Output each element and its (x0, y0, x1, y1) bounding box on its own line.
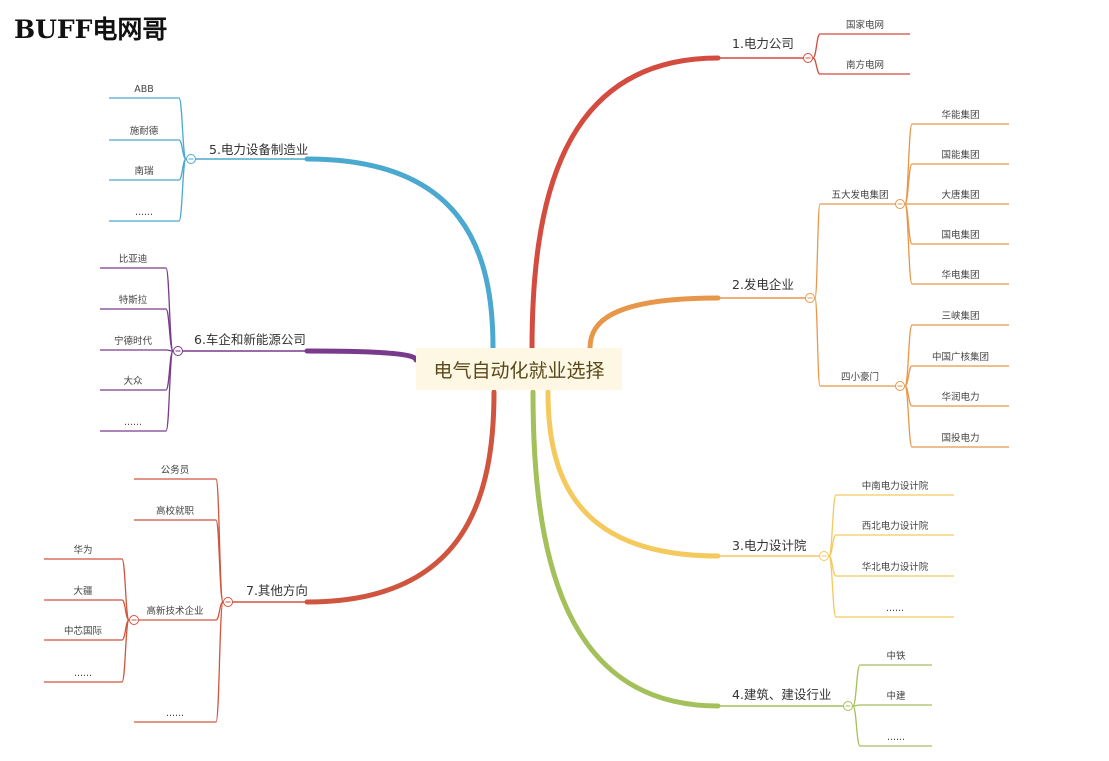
branch-b6-trunk (304, 348, 419, 363)
branch-b1-南方电网-label[interactable]: 南方电网 (846, 59, 884, 71)
branch-b2-四小豪门-华润电力-label[interactable]: 华润电力 (941, 391, 979, 403)
branch-b1-label[interactable]: 1.电力公司 (732, 36, 794, 51)
branch-b2-五大发电集团-connector (814, 203, 821, 299)
branch-b7-ellipsis-connector (215, 601, 224, 723)
branch-b7-高新技术企业-大疆-connector (121, 599, 130, 621)
branch-b4-label[interactable]: 4.建筑、建设行业 (732, 687, 831, 702)
branch-b7-高新技术企业-大疆-label[interactable]: 大疆 (73, 585, 93, 597)
branch-b2-label[interactable]: 2.发电企业 (732, 277, 794, 292)
branch-b2-五大发电集团-华电集团-label[interactable]: 华电集团 (941, 269, 979, 281)
branch-b1-南方电网-connector (812, 57, 821, 75)
branch-b2-五大发电集团-国能集团-connector (904, 163, 913, 205)
branch-b5-label[interactable]: 5.电力设备制造业 (209, 142, 308, 157)
branch-b3-ellipsis-connector (828, 555, 837, 618)
branch-b7-公务员-label[interactable]: 公务员 (161, 464, 190, 476)
branch-b6-特斯拉-connector (165, 308, 174, 352)
branch-b7: 7.其他方向 (223, 389, 497, 607)
branch-b2-四小豪门-label[interactable]: 四小豪门 (841, 371, 879, 383)
branch-b2-四小豪门-国投电力-label[interactable]: 国投电力 (941, 432, 979, 444)
branch-b1-国家电网-connector (812, 33, 821, 59)
branch-b6-label[interactable]: 6.车企和新能源公司 (194, 332, 306, 347)
branch-b2-五大发电集团-国能集团-label[interactable]: 国能集团 (941, 149, 979, 161)
branch-b3-label[interactable]: 3.电力设计院 (732, 538, 807, 553)
branch-b2-五大发电集团-国电集团-label[interactable]: 国电集团 (941, 229, 979, 241)
branch-b2-四小豪门-中国广核集团-label[interactable]: 中国广核集团 (932, 351, 989, 363)
branch-b7-trunk (304, 389, 497, 605)
branch-b7-高新技术企业-ellipsis-label[interactable]: ...... (74, 668, 92, 679)
branch-b5-trunk (304, 156, 496, 351)
watermark: BUFF电网哥 (14, 15, 168, 44)
branch-b7-高校就职-label[interactable]: 高校就职 (156, 505, 195, 517)
branch-b6-ellipsis-label[interactable]: ...... (124, 417, 142, 428)
branch-b6-children: 比亚迪特斯拉宁德时代大众...... (100, 253, 174, 432)
root-node-label: 电气自动化就业选择 (433, 359, 605, 382)
branch-b6-特斯拉-label[interactable]: 特斯拉 (119, 294, 148, 306)
branch-b2-四小豪门-中国广核集团-connector (904, 365, 913, 387)
branch-b2-五大发电集团-大唐集团-label[interactable]: 大唐集团 (941, 189, 979, 201)
branch-b7-ellipsis-label[interactable]: ...... (166, 708, 184, 719)
branch-b7-公务员-connector (215, 478, 224, 603)
branch-b1-trunk (529, 55, 721, 353)
branch-b7-高新技术企业-中芯国际-label[interactable]: 中芯国际 (64, 625, 103, 637)
branch-b3-children: 中南电力设计院西北电力设计院华北电力设计院...... (828, 480, 954, 618)
branch-b7-高校就职-connector (215, 519, 224, 603)
branch-b2-四小豪门-connector (814, 297, 821, 387)
branch-b1: 1.电力公司 (529, 36, 813, 353)
branch-b5-ellipsis-connector (178, 158, 187, 222)
branch-b6-比亚迪-label[interactable]: 比亚迪 (119, 253, 148, 265)
branch-b5-ABB-connector (178, 97, 187, 160)
branch-b5-施耐德-label[interactable]: 施耐德 (130, 125, 159, 137)
branch-b4-中铁-label[interactable]: 中铁 (886, 650, 906, 662)
branch-b4-ellipsis-label[interactable]: ...... (887, 732, 905, 743)
branch-b2-五大发电集团-华能集团-label[interactable]: 华能集团 (941, 109, 979, 121)
branch-b2: 2.发电企业 (587, 277, 815, 351)
branch-b1-国家电网-label[interactable]: 国家电网 (846, 19, 884, 31)
branch-b7-高新技术企业-华为-label[interactable]: 华为 (73, 544, 92, 556)
branch-b2-五大发电集团-华能集团-connector (904, 123, 913, 205)
branch-b7-高新技术企业-children: 华为大疆中芯国际...... (44, 544, 130, 683)
branch-b2-五大发电集团-华电集团-connector (904, 203, 913, 285)
branch-b7-高新技术企业-label[interactable]: 高新技术企业 (146, 605, 203, 617)
branch-b3-西北电力设计院-connector (828, 534, 837, 557)
branch-b4-ellipsis-connector (852, 705, 861, 747)
branch-b2-五大发电集团-label[interactable]: 五大发电集团 (831, 189, 888, 201)
branch-b3: 3.电力设计院 (545, 389, 829, 561)
root-node[interactable]: 电气自动化就业选择 (416, 348, 622, 390)
branch-b3-ellipsis-label[interactable]: ...... (886, 603, 904, 614)
branch-b4-中建-label[interactable]: 中建 (886, 690, 906, 702)
branch-b4-中铁-connector (852, 664, 861, 707)
branch-b2-四小豪门-三峡集团-label[interactable]: 三峡集团 (941, 310, 979, 322)
branch-b3-trunk (545, 389, 721, 559)
branch-b4-children: 中铁中建...... (852, 650, 932, 747)
branch-b3-华北电力设计院-label[interactable]: 华北电力设计院 (862, 561, 929, 573)
branch-b4: 4.建筑、建设行业 (530, 389, 853, 711)
branch-b3-西北电力设计院-label[interactable]: 西北电力设计院 (862, 520, 929, 532)
branch-b6-ellipsis-connector (165, 350, 174, 432)
branch-b6-大众-label[interactable]: 大众 (123, 375, 143, 387)
branch-b5-ABB-label[interactable]: ABB (134, 84, 154, 95)
branch-b5-南瑞-label[interactable]: 南瑞 (134, 165, 154, 177)
branch-b7-children: 公务员高校就职高新技术企业...... (129, 464, 224, 723)
branch-b2-trunk (587, 295, 721, 351)
branch-b5: 5.电力设备制造业 (186, 142, 496, 351)
branch-b7-label[interactable]: 7.其他方向 (246, 583, 308, 598)
branch-b5-children: ABB 施耐德南瑞...... (109, 84, 187, 222)
branch-b5-施耐德-connector (178, 139, 187, 160)
branch-b5-ellipsis-label[interactable]: ...... (135, 207, 153, 218)
branch-b4-trunk (530, 389, 721, 709)
branch-b2-四小豪门-国投电力-connector (904, 385, 913, 448)
branch-b7-高新技术企业-ellipsis-connector (121, 619, 130, 683)
branch-b3-中南电力设计院-label[interactable]: 中南电力设计院 (862, 480, 929, 492)
branch-b6: 6.车企和新能源公司 (173, 332, 419, 363)
branch-b6-宁德时代-label[interactable]: 宁德时代 (114, 335, 153, 347)
